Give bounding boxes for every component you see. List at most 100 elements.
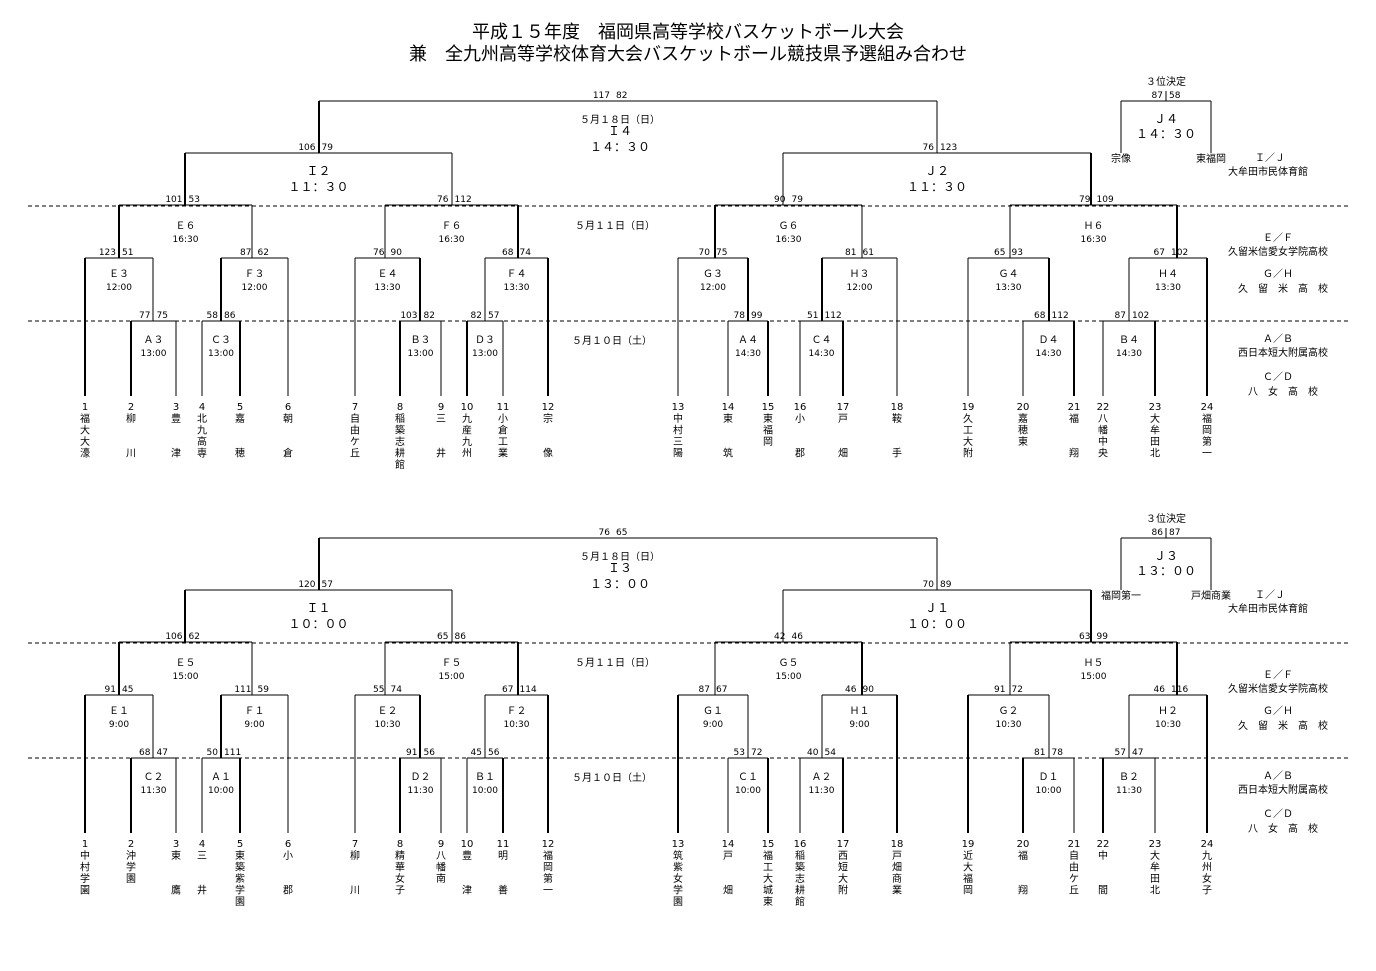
game-time: 11:30 (809, 786, 835, 796)
game-id: Ｄ３ (475, 335, 495, 346)
team-name-char (1098, 863, 1108, 874)
team-name-char: 大 (80, 435, 90, 448)
score-right: 112 (825, 311, 842, 321)
game-id: Ｅ６ (176, 221, 196, 232)
score-right: 75 (716, 248, 727, 258)
team-name-char: 牟 (1150, 861, 1160, 874)
game-id: Ｂ２ (1119, 772, 1139, 783)
game-id: Ｈ２ (1158, 706, 1178, 717)
team-number: 7 (352, 402, 358, 413)
team-number: 22 (1097, 839, 1110, 850)
score-right: 112 (1052, 311, 1069, 321)
team-number: 23 (1149, 402, 1162, 413)
team-name: 中村三陽 (673, 412, 683, 460)
score-left: 42 (774, 632, 785, 642)
team-number: 1 (82, 839, 88, 850)
game-time: 13:30 (996, 283, 1022, 293)
game-id: Ｆ４ (507, 269, 527, 280)
team-name-char: 津 (462, 885, 472, 897)
team-number: 11 (497, 402, 510, 413)
game-time: 16:30 (173, 235, 199, 245)
venue-ij: 大牟田市民体育館 (1228, 165, 1308, 178)
team-name: 柳 川 (126, 412, 136, 460)
team-name-char: 筑 (723, 447, 733, 460)
team-name: 戸 畑 (723, 850, 733, 897)
team-number: 2 (128, 402, 134, 413)
day-label-may10: ５月１０日（土） (572, 334, 652, 347)
team-name: 北九高専 (197, 413, 207, 460)
team-name-char (197, 874, 207, 885)
game-time: 13:30 (1155, 283, 1181, 293)
team-name-char: 稲 (795, 850, 805, 862)
team-number: 14 (722, 402, 735, 413)
game-time: １４：３０ (1136, 127, 1196, 141)
score-right: 51 (122, 248, 133, 258)
team-name: 朝 倉 (283, 413, 293, 460)
score-left: 68 (502, 248, 514, 258)
team-name-char: 工 (763, 863, 773, 874)
team-name-char (126, 426, 136, 437)
team-number: 16 (794, 402, 807, 413)
team-name-char: 園 (126, 873, 136, 885)
team-name-char: 紫 (673, 862, 683, 874)
game-id: Ｇ５ (779, 658, 799, 669)
team-name-char: 子 (1202, 885, 1212, 897)
score-left: 76 (373, 248, 385, 258)
team-name: 大牟田北 (1150, 849, 1160, 897)
team-name-char: 学 (126, 861, 136, 874)
team-name-char (795, 426, 805, 437)
score-right: 82 (424, 311, 435, 321)
team-number: 5 (237, 402, 243, 413)
team-name-char: 郡 (795, 448, 805, 460)
score-right: 45 (122, 685, 133, 695)
team-number: 6 (285, 839, 291, 850)
team-name-char: 久 (963, 413, 973, 425)
team-name-char: 商 (892, 872, 902, 885)
team-number: 4 (199, 839, 205, 850)
score-left: 68 (1034, 311, 1046, 321)
team-name-char: 第 (1202, 435, 1212, 448)
team-name-char: 嘉 (1018, 412, 1028, 425)
game-id: Ｄ１ (1039, 772, 1059, 783)
team-name-char: 中 (1098, 435, 1108, 448)
team-name-char: 畑 (892, 861, 902, 874)
score-left: 65 (994, 248, 1005, 258)
team-name-char: 三 (197, 851, 207, 862)
team-name-char: 小 (498, 413, 508, 425)
game-time: １０：００ (907, 617, 967, 631)
game-time: 15:00 (173, 672, 199, 682)
team-name-char: 大 (80, 424, 90, 437)
team-name-char: 産 (462, 424, 472, 437)
venue-ef-label: Ｅ／Ｆ (1263, 669, 1293, 681)
team-name-char: 九 (1202, 850, 1212, 862)
team-number: 17 (837, 402, 850, 413)
game-time: １３：００ (590, 577, 650, 591)
score-left: 87 (240, 248, 251, 258)
score-right: 114 (520, 685, 537, 695)
team-name-char: 一 (543, 886, 553, 897)
team-name-char (235, 426, 245, 437)
score-left: 51 (807, 311, 818, 321)
game-id: Ｇ１ (703, 706, 723, 717)
team-name-char: 川 (350, 886, 360, 897)
team-name-char: 丘 (350, 448, 360, 460)
team-name-char: 倉 (283, 447, 293, 460)
team-name: 久工大附 (963, 413, 973, 460)
score-right: 75 (157, 311, 168, 321)
score-right: 46 (792, 632, 804, 642)
day-label-may11: ５月１１日（日） (575, 220, 655, 232)
day-label-may18: ５月１８日（日） (580, 551, 660, 563)
score-right: 109 (1097, 195, 1114, 205)
team-name: 稲築志耕館 (395, 413, 405, 471)
score-left: 91 (105, 685, 116, 695)
third-place-team-left: 宗像 (1111, 152, 1131, 165)
venue-cd: 八 女 高 校 (1248, 385, 1318, 398)
game-time: １０：００ (288, 617, 348, 631)
team-name: 西短大附 (838, 851, 848, 897)
score-right: 74 (520, 248, 532, 258)
team-name: 豊 津 (462, 849, 472, 897)
team-name-char: 東 (1018, 435, 1028, 448)
game-id: Ｇ３ (703, 269, 723, 280)
team-number: 1 (82, 402, 88, 413)
game-time: １１：３０ (288, 180, 348, 194)
